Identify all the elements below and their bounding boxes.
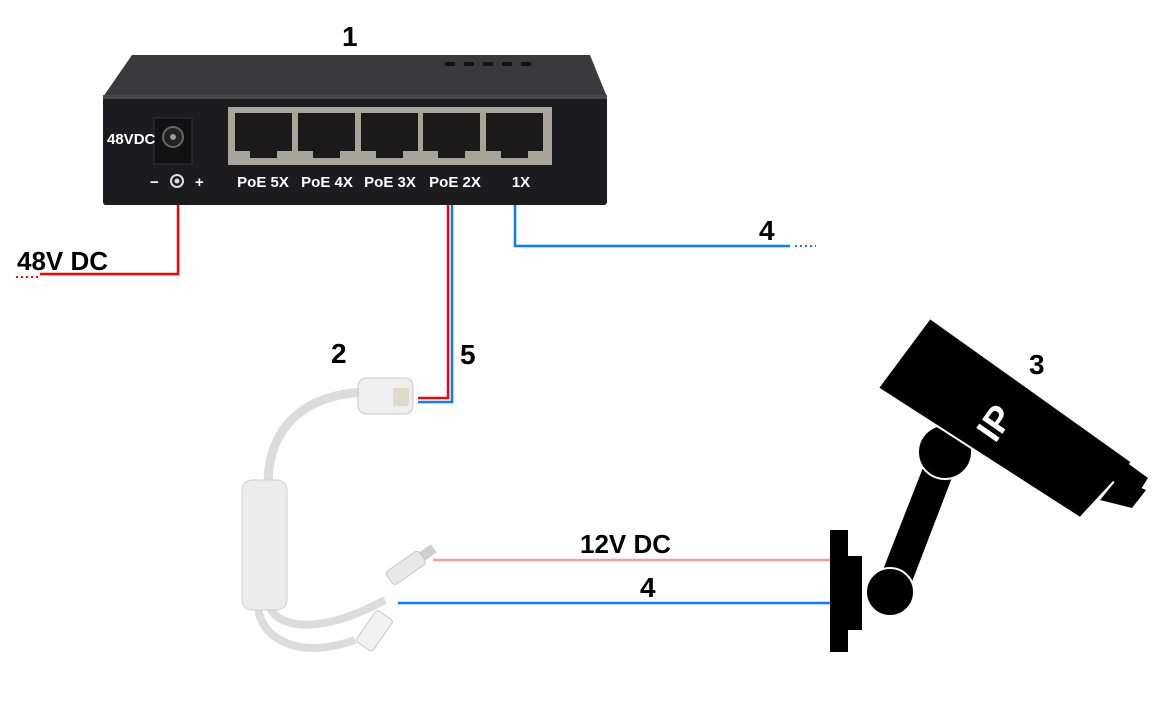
port-1x	[486, 113, 543, 158]
callout-camera: 3	[1029, 349, 1045, 380]
input-power-label: 48V DC	[17, 246, 108, 276]
rj45-ports	[235, 113, 543, 158]
callout-utp-uplink: 4	[759, 215, 775, 246]
wire-48v-input	[16, 205, 180, 278]
port-label: PoE 3X	[364, 174, 416, 191]
callout-splitter: 2	[331, 338, 347, 369]
port-label: 1X	[512, 174, 530, 191]
port-label: PoE 2X	[429, 174, 481, 191]
wire-uplink-port1	[513, 205, 816, 248]
status-leds	[445, 62, 531, 66]
port-4x	[298, 113, 355, 158]
output-power-label: 12V DC	[580, 529, 671, 559]
polarity-plus: +	[195, 174, 204, 191]
wire-poe-port2-to-splitter	[418, 205, 454, 404]
ip-camera-icon: IP	[830, 316, 1148, 652]
callout-switch: 1	[342, 21, 358, 52]
port-label: PoE 4X	[301, 174, 353, 191]
power-input-label: 48VDC	[107, 131, 156, 148]
polarity-minus: −	[150, 174, 159, 191]
port-label: PoE 5X	[237, 174, 289, 191]
port-2x	[423, 113, 480, 158]
callout-utp-camera: 4	[640, 572, 656, 603]
callout-poe-cable: 5	[460, 339, 476, 370]
poe-switch: 48VDC − + PoE 5X PoE 4X PoE 3X PoE 2X 1X	[103, 55, 607, 205]
port-3x	[361, 113, 418, 158]
port-5x	[235, 113, 292, 158]
poe-splitter	[241, 377, 437, 652]
